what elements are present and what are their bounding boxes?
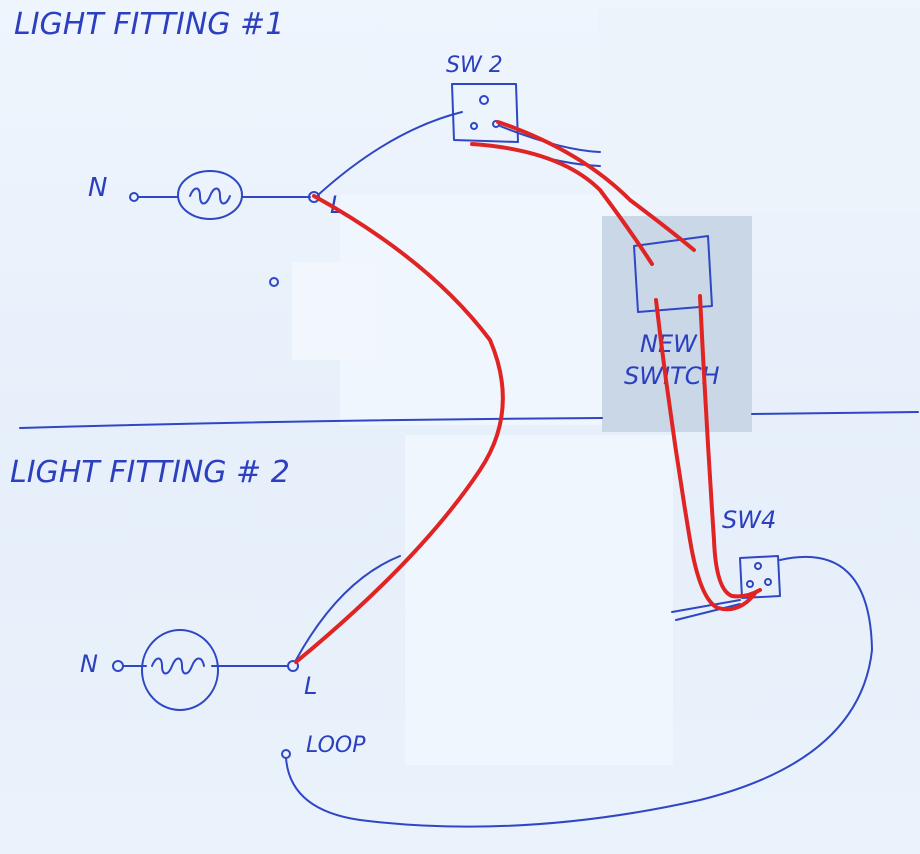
new-switch-label-line1: NEW — [640, 330, 698, 358]
paper-patch-small — [292, 262, 378, 360]
fitting2-bulb — [141, 629, 219, 711]
loop-terminal — [281, 749, 291, 759]
sw4-terminal-l2 — [764, 578, 772, 586]
fitting1-neutral-label: N — [88, 173, 107, 203]
fitting2-live-terminal — [287, 660, 299, 672]
paper-patch-top-right — [598, 8, 920, 213]
paper-patch-new-switch — [602, 216, 752, 432]
fitting2-live-label: L — [304, 672, 317, 700]
fitting1-spare-terminal — [269, 277, 279, 287]
sw4-common-terminal — [754, 562, 762, 570]
loop-wire — [285, 555, 873, 828]
red-wire-live-link — [294, 194, 505, 664]
fitting1-bulb — [177, 170, 243, 220]
sw2-box — [451, 83, 519, 143]
fitting2-neutral-label: N — [80, 650, 98, 678]
loop-label: LOOP — [306, 733, 366, 758]
sw2-common-terminal — [479, 95, 489, 105]
fitting2-live-up-wire — [295, 555, 401, 661]
fitting2-filament — [151, 657, 205, 675]
red-wire-new-to-sw4-a — [654, 298, 758, 612]
fitting1-neutral-terminal — [129, 192, 139, 202]
red-wire-sw2-to-new-a — [470, 142, 654, 266]
sw4-label: SW4 — [722, 506, 776, 534]
red-wire-new-to-sw4-b — [698, 294, 762, 599]
sw2-label: SW 2 — [446, 53, 503, 78]
fitting1-to-sw2-wire — [317, 111, 463, 196]
sw4-terminal-l1 — [746, 580, 754, 588]
sw4-tail-wire-2 — [675, 603, 741, 621]
sw2-terminal-l1 — [470, 122, 478, 130]
paper-patch-middle — [340, 195, 640, 425]
divider-line — [19, 417, 603, 429]
fitting2-title: LIGHT FITTING # 2 — [10, 455, 290, 490]
fitting2-neutral-terminal — [112, 660, 124, 672]
sw4-box — [739, 555, 781, 599]
divider-line-right — [751, 411, 919, 415]
red-wire-sw2-to-new-b — [496, 120, 696, 252]
fitting1-filament — [189, 187, 231, 205]
paper-patch-lower — [405, 435, 673, 765]
sw4-tail-wire-1 — [671, 599, 741, 613]
fitting1-title: LIGHT FITTING #1 — [14, 7, 284, 42]
